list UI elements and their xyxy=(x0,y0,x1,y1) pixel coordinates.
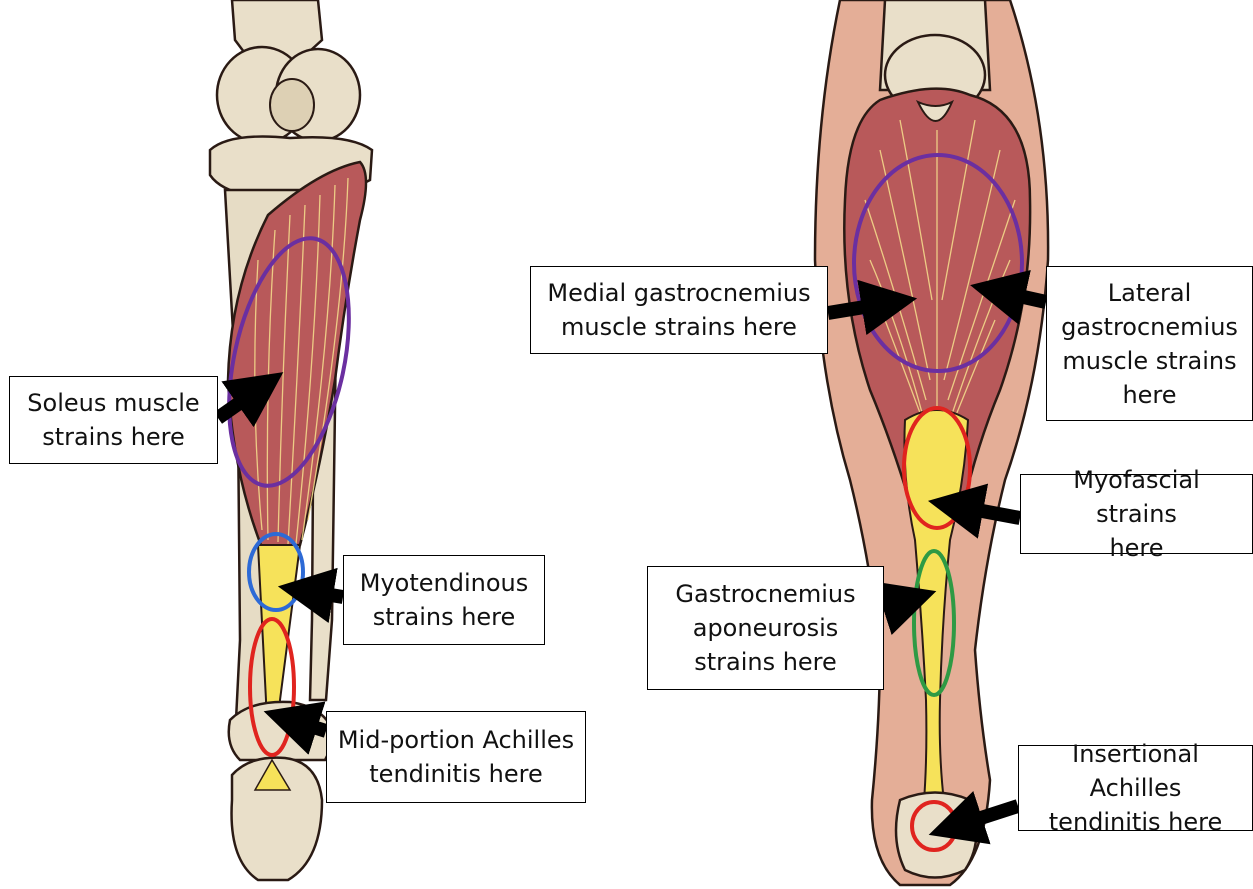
lateral-gastrocnemius-label-line2: gastrocnemius xyxy=(1061,310,1238,344)
aponeurosis-label-line1: Gastrocnemius xyxy=(675,577,855,611)
aponeurosis-label-line3: strains here xyxy=(675,645,855,679)
arrow-aponeurosis xyxy=(884,598,915,608)
lateral-gastrocnemius-label-line3: muscle strains xyxy=(1061,344,1238,378)
aponeurosis-label-line2: aponeurosis xyxy=(675,611,855,645)
patella-left xyxy=(270,79,314,131)
medial-gastrocnemius-label-line1: Medial gastrocnemius xyxy=(547,276,810,310)
right-leg-superficial-view xyxy=(815,0,1048,885)
lateral-gastrocnemius-label-line1: Lateral xyxy=(1061,276,1238,310)
insertional-label-line2: tendinitis here xyxy=(1029,805,1242,839)
medial-gastrocnemius-label-line2: muscle strains here xyxy=(547,310,810,344)
mid-portion-label-line1: Mid-portion Achilles xyxy=(338,723,574,757)
calcaneus-right xyxy=(896,793,976,878)
arrow-myotendinous xyxy=(300,590,343,597)
myotendinous-label-line2: strains here xyxy=(360,600,529,634)
soleus-label-line1: Soleus muscle xyxy=(27,386,199,420)
mid-portion-label-line2: tendinitis here xyxy=(338,757,574,791)
insertional-label-line1: Insertional Achilles xyxy=(1029,737,1242,805)
lateral-gastrocnemius-label-line4: here xyxy=(1061,378,1238,412)
myofascial-label-line2: here xyxy=(1031,531,1242,565)
myotendinous-label-line1: Myotendinous xyxy=(360,566,529,600)
soleus-label-line2: strains here xyxy=(27,420,199,454)
myofascial-label-line1: Myofascial strains xyxy=(1031,463,1242,531)
